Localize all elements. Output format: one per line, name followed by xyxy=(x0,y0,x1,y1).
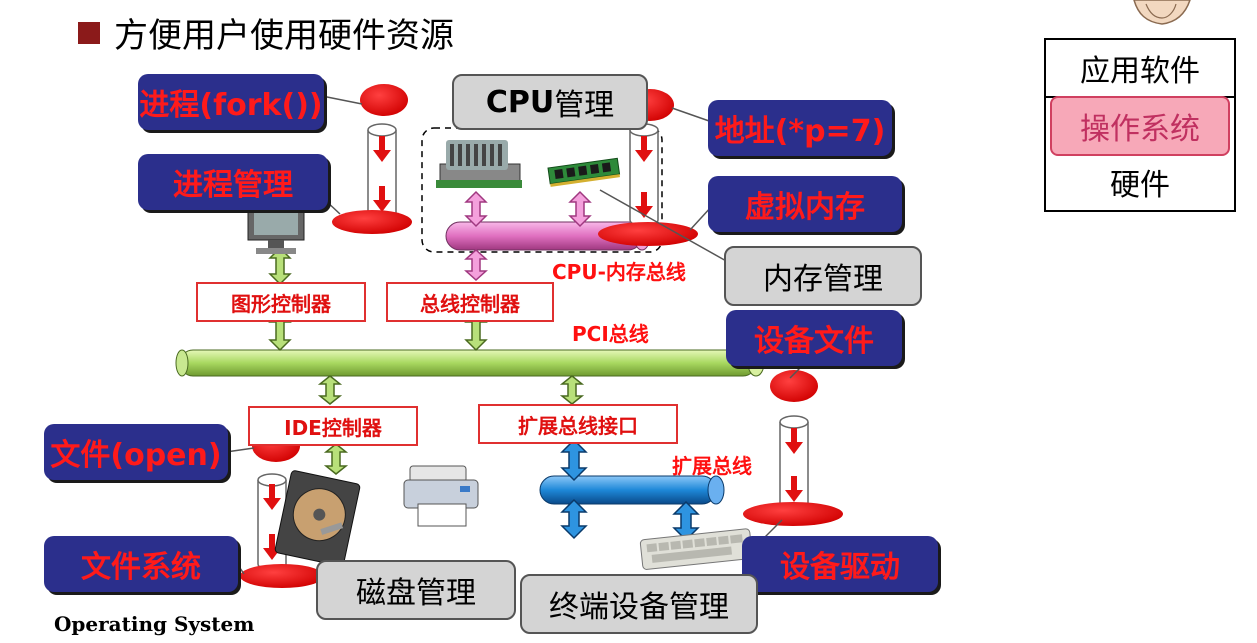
callout-address-text: 地址(*p=7) xyxy=(714,114,886,149)
cpu-memory-bus-label: CPU-内存总线 xyxy=(552,260,686,284)
cpu-management-bold: CPU xyxy=(485,84,555,120)
ide-controller: IDE控制器 xyxy=(248,406,418,446)
memory-stick-icon xyxy=(547,157,621,187)
expansion-bus-interface: 扩展总线接口 xyxy=(478,404,678,444)
terminal-management-text: 终端设备管理 xyxy=(549,590,729,625)
cpu-memory-group-outline xyxy=(421,127,663,253)
ide-controller-text: IDE控制器 xyxy=(284,415,382,440)
callout-device-file: 设备文件 xyxy=(726,310,902,366)
slide-title: 方便用户使用硬件资源 xyxy=(78,8,454,57)
callout-file-open: 文件(open) xyxy=(44,424,228,480)
callout-device-driver-text: 设备驱动 xyxy=(780,550,900,585)
pci-bus-label: PCI总线 xyxy=(572,322,649,346)
red-ellipses xyxy=(240,84,843,588)
cpu-chip-icon xyxy=(436,140,522,188)
callout-file-open-text: 文件(open) xyxy=(50,438,222,473)
graphics-controller: 图形控制器 xyxy=(196,282,366,322)
expansion-bus-interface-text: 扩展总线接口 xyxy=(518,413,638,438)
callout-device-file-text: 设备文件 xyxy=(754,324,874,359)
printer-icon xyxy=(403,465,479,527)
callout-process-management: 进程管理 xyxy=(138,154,328,210)
expansion-bus xyxy=(539,475,725,505)
memory-management-text: 内存管理 xyxy=(763,262,883,297)
cpu-management-rest: 管理 xyxy=(554,88,615,123)
bullet-square-icon xyxy=(78,21,100,44)
callout-virtual-memory-text: 虚拟内存 xyxy=(745,190,865,225)
bus-controller-text: 总线控制器 xyxy=(420,291,520,316)
disk-management-box: 磁盘管理 xyxy=(316,560,516,620)
memory-management-box: 内存管理 xyxy=(724,246,922,306)
blue-double-arrows xyxy=(560,438,700,542)
layer-hardware: 硬件 xyxy=(1110,168,1170,203)
disk-management-text: 磁盘管理 xyxy=(356,576,476,611)
keyboard-icon xyxy=(639,528,753,570)
layer-operating-system: 操作系统 xyxy=(1050,96,1230,156)
callout-process-fork-text: 进程(fork()) xyxy=(139,88,323,123)
footer-label: Operating System xyxy=(54,612,255,636)
callout-process-management-text: 进程管理 xyxy=(173,168,293,203)
callout-file-system-text: 文件系统 xyxy=(81,550,201,585)
layer-application: 应用软件 xyxy=(1046,40,1234,98)
hard-disk-icon xyxy=(274,470,361,567)
callout-device-driver: 设备驱动 xyxy=(742,536,938,592)
pink-double-arrows xyxy=(464,190,592,282)
bus-controller: 总线控制器 xyxy=(386,282,554,322)
terminal-management-box: 终端设备管理 xyxy=(520,574,758,634)
callout-file-system: 文件系统 xyxy=(44,536,238,592)
layer-stack: 应用软件 操作系统 硬件 xyxy=(1044,38,1236,212)
callout-address: 地址(*p=7) xyxy=(708,100,892,156)
title-text: 方便用户使用硬件资源 xyxy=(114,16,454,56)
pci-bus xyxy=(175,349,765,377)
graphics-controller-text: 图形控制器 xyxy=(231,291,331,316)
callout-virtual-memory: 虚拟内存 xyxy=(708,176,902,232)
callout-process-fork: 进程(fork()) xyxy=(138,74,324,130)
expansion-bus-label: 扩展总线 xyxy=(672,454,752,478)
